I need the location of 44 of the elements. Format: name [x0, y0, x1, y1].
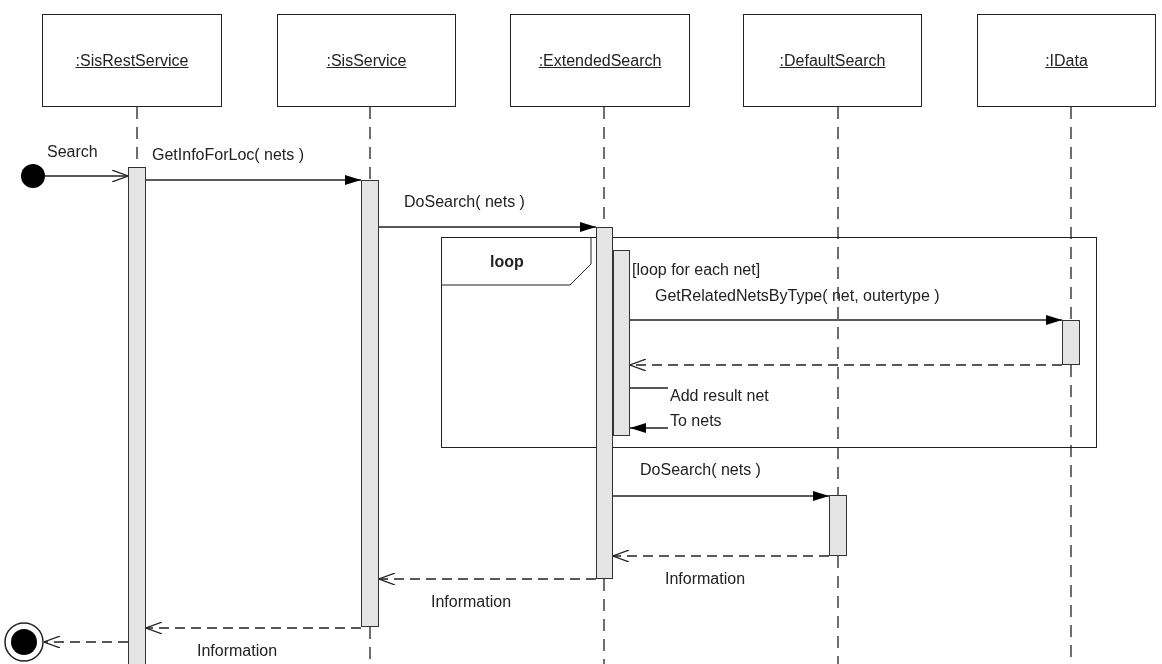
- message-arrow: [145, 175, 362, 185]
- return-message-arrow: [629, 358, 1063, 372]
- object-name: :SisService: [326, 51, 407, 70]
- message-arrow: [44, 169, 129, 183]
- message-arrow: [629, 387, 669, 433]
- return-message-arrow: [378, 572, 597, 586]
- message-arrow: [629, 315, 1063, 325]
- frame-label: loop: [490, 252, 524, 272]
- lifeline: [1070, 106, 1072, 321]
- lifeline: [369, 106, 371, 181]
- lifeline-head-box: [743, 14, 922, 107]
- lifeline: [837, 106, 839, 496]
- activation-bar: [361, 180, 379, 627]
- object-name: :IData: [1045, 51, 1088, 70]
- message-label: GetRelatedNetsByType( net, outertype ): [655, 286, 940, 306]
- final-state-circle: [4, 622, 44, 662]
- guard-condition: [loop for each net]: [632, 260, 761, 280]
- activation-bar: [829, 495, 847, 556]
- message-label: Search: [47, 142, 98, 162]
- return-message-arrow: [612, 549, 830, 563]
- loop-frame: [441, 237, 1097, 448]
- message-arrow: [378, 222, 597, 232]
- activation-bar: [596, 227, 613, 579]
- lifeline-head-box: [277, 14, 456, 107]
- initial-state-circle: [21, 164, 45, 188]
- message-label: Add result net To nets: [670, 386, 770, 431]
- activation-bar: [1062, 320, 1080, 365]
- message-arrow: [612, 491, 830, 501]
- lifeline-head-box: [42, 14, 222, 107]
- object-name: :SisRestService: [75, 51, 189, 70]
- message-label: Information: [197, 641, 278, 661]
- lifeline-head-box: [510, 14, 690, 107]
- activation-bar: [128, 167, 146, 664]
- object-name: :ExtendedSearch: [538, 51, 662, 70]
- message-label: DoSearch( nets ): [640, 460, 761, 480]
- message-label: Information: [665, 569, 746, 589]
- return-message-arrow: [145, 621, 362, 635]
- activation-bar: [613, 250, 630, 436]
- object-name: :DefaultSearch: [779, 51, 886, 70]
- message-label: Information: [431, 592, 512, 612]
- return-message-arrow: [43, 635, 129, 649]
- message-label: DoSearch( nets ): [404, 192, 525, 212]
- lifeline-head-box: [977, 14, 1156, 107]
- message-label: GetInfoForLoc( nets ): [152, 145, 305, 165]
